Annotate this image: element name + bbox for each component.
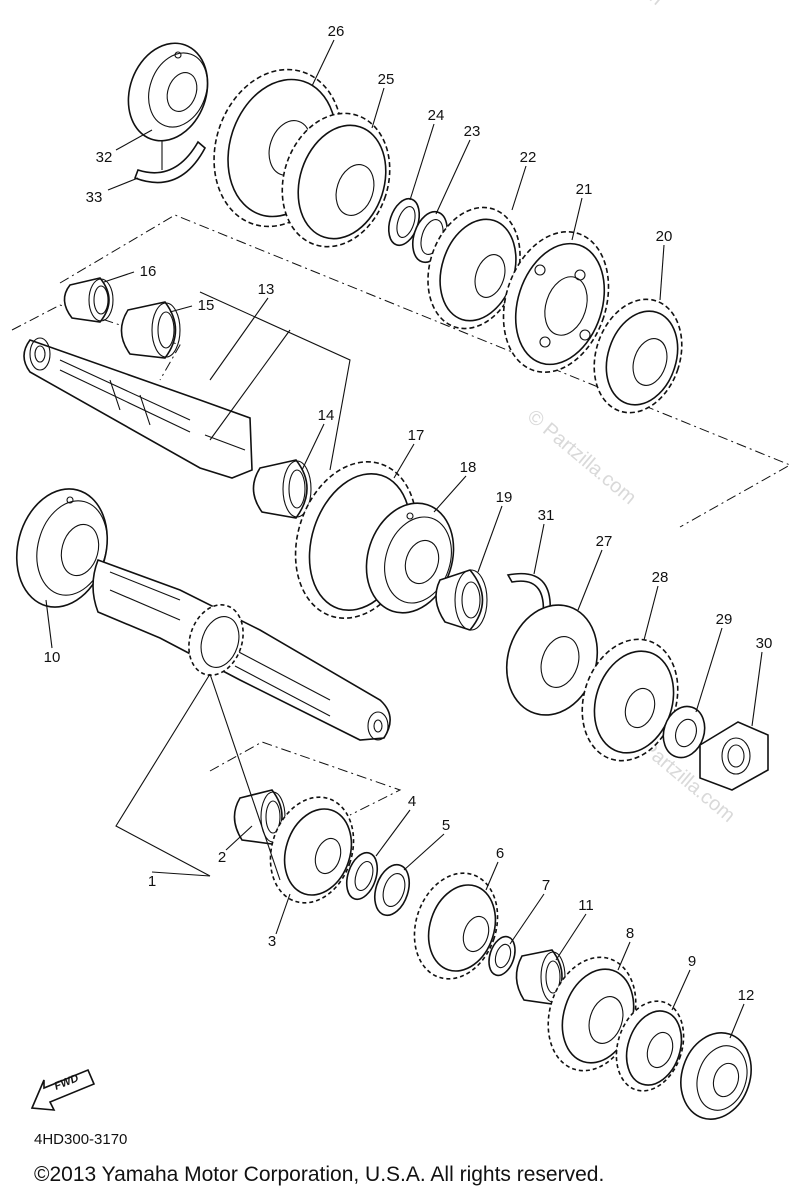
part-label: 6 (496, 845, 504, 862)
lock-washer-29 (662, 705, 706, 759)
bearing-18 (365, 502, 455, 614)
drive-sprocket-28 (581, 638, 679, 762)
part-label: 4 (408, 793, 416, 810)
part-label: 26 (328, 23, 345, 40)
part-label: 21 (576, 181, 593, 198)
part-label: 13 (258, 281, 275, 298)
part-label: 8 (626, 925, 634, 942)
bushing-15 (120, 301, 181, 359)
part-label: 9 (688, 953, 696, 970)
part-label: 33 (86, 189, 103, 206)
circlip-33 (133, 140, 207, 184)
part-label: 10 (44, 649, 61, 666)
watermark-text: © Partzilla.com (523, 406, 640, 509)
bearing-12 (680, 1032, 752, 1120)
part-label: 29 (716, 611, 733, 628)
assembly-boundary-lines (11, 214, 792, 816)
axle-gear-1 (188, 604, 244, 676)
part-label: 31 (538, 507, 555, 524)
collar-19 (435, 569, 488, 631)
part-label: 24 (428, 107, 445, 124)
part-label: 16 (140, 263, 157, 280)
part-label: 20 (656, 228, 673, 245)
main-axle-13 (23, 337, 253, 479)
part-label: 22 (520, 149, 537, 166)
part-label: 23 (464, 123, 481, 140)
part-label: 19 (496, 489, 513, 506)
copyright-notice: ©2013 Yamaha Motor Corporation, U.S.A. A… (34, 1163, 605, 1186)
part-label: 11 (578, 897, 594, 914)
part-label: 12 (738, 987, 755, 1004)
part-number-labels: 1 2 3 4 5 6 7 8 9 10 11 12 13 14 15 16 1… (44, 23, 773, 1004)
part-label: 2 (218, 849, 226, 866)
nut-30 (699, 721, 769, 791)
gear-9 (615, 1000, 685, 1092)
leader-lines (45, 39, 763, 1039)
gear-20 (593, 298, 683, 414)
part-label: 7 (542, 877, 550, 894)
gear-3 (269, 796, 355, 904)
washer-7 (488, 935, 516, 977)
part-label: 18 (460, 459, 477, 476)
gear-25 (281, 112, 391, 248)
part-label: 27 (596, 533, 613, 550)
part-label: 17 (408, 427, 425, 444)
part-label: 15 (198, 297, 215, 314)
part-label: 3 (268, 933, 276, 950)
drive-axle-1 (92, 558, 391, 741)
gear-6 (413, 872, 499, 980)
bearing-32 (127, 42, 209, 142)
gear-8 (547, 956, 637, 1072)
fwd-arrow-icon: FWD (30, 1068, 96, 1111)
circlip-5 (373, 863, 411, 917)
part-label: 1 (148, 873, 156, 890)
gear-21 (502, 231, 610, 373)
washer-4 (345, 851, 379, 901)
part-label: 5 (442, 817, 450, 834)
part-label: 25 (378, 71, 395, 88)
diagram-code: 4HD300-3170 (34, 1131, 128, 1148)
bushing-14 (252, 459, 312, 519)
part-label: 28 (652, 569, 669, 586)
watermark-text: © Partzilla.com (550, 0, 667, 10)
bushing-16 (63, 277, 114, 323)
part-label: 32 (96, 149, 113, 166)
part-label: 14 (318, 407, 335, 424)
part-label: 30 (756, 635, 773, 652)
